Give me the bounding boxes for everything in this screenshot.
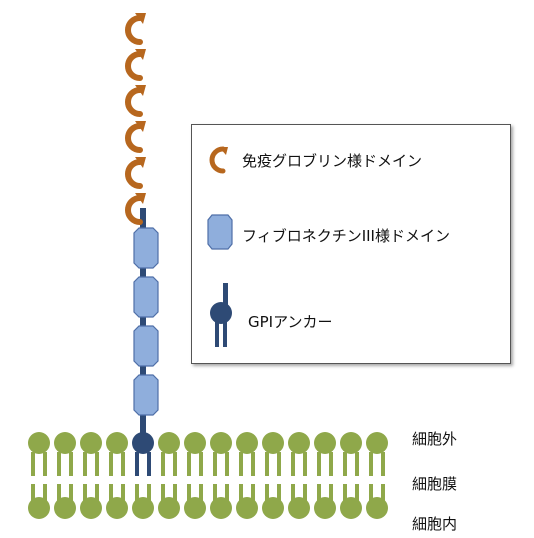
lipid-inner [366, 484, 388, 519]
lipid-outer [340, 432, 362, 476]
lipid-outer [158, 432, 180, 476]
immunoglobulin-domain [125, 193, 146, 225]
immunoglobulin-domain [125, 13, 146, 45]
lipid-outer [288, 432, 310, 476]
lipid-inner [80, 484, 102, 519]
legend-label-gpi-anchor: GPIアンカー [248, 313, 333, 331]
gpi-anchor [132, 208, 154, 476]
lipid-outer [54, 432, 76, 476]
lipid-inner [288, 484, 310, 519]
immunoglobulin-domain [125, 49, 146, 81]
lipid-outer [80, 432, 102, 476]
gpi-anchor-icon [210, 283, 232, 347]
legend-label-ig-domain: 免疫グロブリン様ドメイン [242, 152, 423, 170]
legend-label-fn3-domain: フィブロネクチンIII様ドメイン [242, 227, 450, 245]
fibronectin-domain-chain [133, 227, 159, 416]
lipid-inner [106, 484, 128, 519]
label-cell-membrane: 細胞膜 [412, 475, 458, 493]
lipid-inner [132, 484, 154, 519]
lipid-outer [262, 432, 284, 476]
lipid-outer [236, 432, 258, 476]
lipid-inner [262, 484, 284, 519]
lipid-outer [184, 432, 206, 476]
immunoglobulin-domain [125, 157, 146, 189]
lipid-inner [210, 484, 232, 519]
fibronectin-domain [133, 276, 159, 318]
lipid-inner [314, 484, 336, 519]
lipid-outer [106, 432, 128, 476]
lipid-inner [184, 484, 206, 519]
fibronectin-domain [133, 325, 159, 367]
lipid-inner [340, 484, 362, 519]
lipid-inner [158, 484, 180, 519]
fibronectin-domain [133, 227, 159, 269]
fibronectin-domain [133, 374, 159, 416]
lipid-inner [28, 484, 50, 519]
immunoglobulin-domain [125, 121, 146, 153]
immunoglobulin-domain-chain [125, 13, 146, 225]
lipid-bilayer [28, 432, 388, 519]
lipid-outer [366, 432, 388, 476]
immunoglobulin-domain-icon [209, 146, 228, 174]
lipid-inner [236, 484, 258, 519]
label-extracellular: 細胞外 [412, 430, 458, 448]
lipid-outer [314, 432, 336, 476]
lipid-inner [54, 484, 76, 519]
immunoglobulin-domain [125, 85, 146, 117]
lipid-outer [210, 432, 232, 476]
lipid-outer [28, 432, 50, 476]
legend: 免疫グロブリン様ドメイン フィブロネクチンIII様ドメイン GPIアンカー [191, 124, 511, 364]
label-intracellular: 細胞内 [412, 515, 458, 533]
fibronectin-domain-icon [207, 214, 233, 250]
